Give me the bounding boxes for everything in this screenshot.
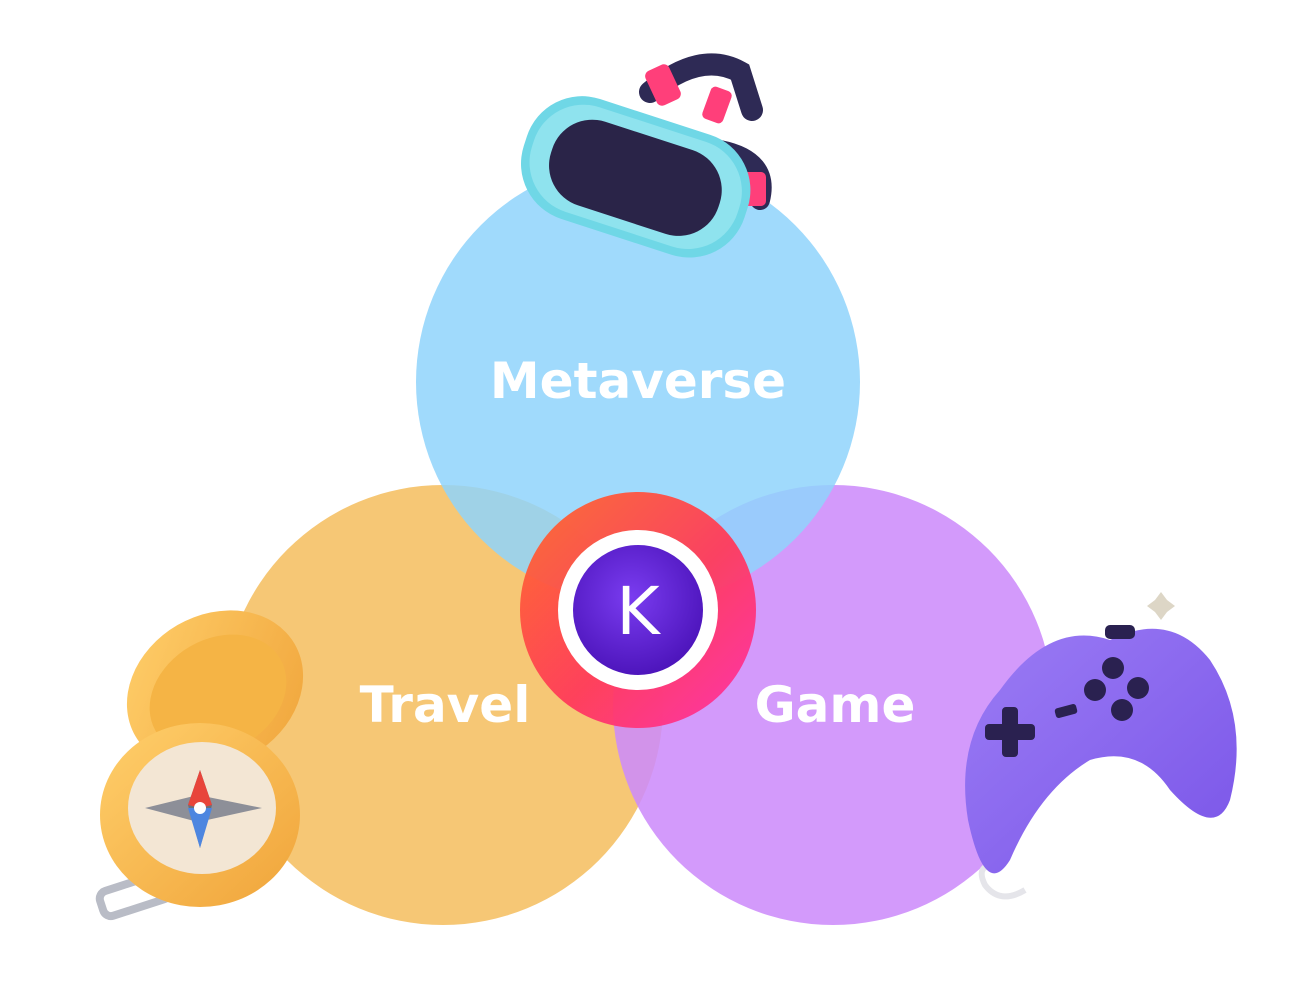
center-logo: K (520, 492, 756, 728)
gamepad-icon (965, 592, 1237, 900)
vr-headset-icon (520, 53, 772, 258)
compass-icon (95, 610, 304, 921)
logo-letter: K (616, 573, 661, 650)
metaverse-label: Metaverse (490, 352, 786, 410)
travel-label: Travel (360, 676, 531, 734)
game-label: Game (755, 676, 916, 734)
metaverse-circle (416, 160, 860, 604)
